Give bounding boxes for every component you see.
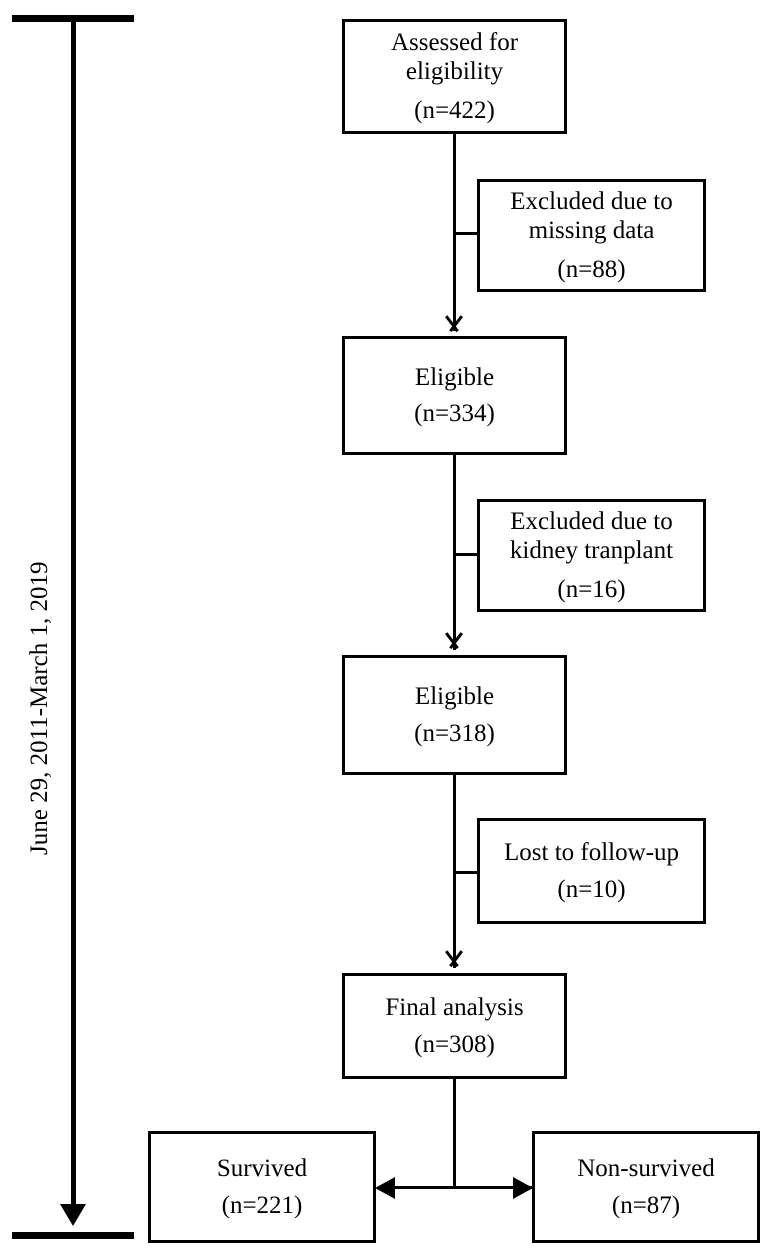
node-excluded-missing-line2: missing data <box>528 217 655 245</box>
connector-stub-to-lost-followup <box>453 871 479 874</box>
node-lost-to-followup: Lost to follow-up (n=10) <box>477 818 706 924</box>
node-final-analysis: Final analysis (n=308) <box>342 973 567 1079</box>
node-assessed-for-eligibility: Assessed for eligibility (n=422) <box>342 19 567 134</box>
node-excluded-missing-line1: Excluded due to <box>510 187 673 215</box>
connector-eligible334-to-eligible318 <box>453 455 456 650</box>
node-final-analysis-count: (n=308) <box>414 1030 495 1058</box>
timeline-arrowhead-icon <box>60 1204 86 1226</box>
node-assessed-count: (n=422) <box>414 96 495 124</box>
node-lost-followup-line1: Lost to follow-up <box>504 839 679 866</box>
node-excluded-transplant-line2: kidney tranplant <box>509 537 674 565</box>
node-eligible-334: Eligible (n=334) <box>342 336 567 455</box>
node-eligible334-line1: Eligible <box>414 363 495 391</box>
node-survived-line1: Survived <box>216 1155 308 1182</box>
node-assessed-line2: eligibility <box>405 58 504 86</box>
arrowhead-into-eligible318-icon <box>443 634 465 650</box>
timeline-stem <box>71 15 76 1207</box>
node-excluded-transplant-line1: Excluded due to <box>510 507 673 535</box>
connector-split-horizontal <box>378 1186 532 1189</box>
arrowhead-to-non-survived-icon <box>513 1177 533 1199</box>
node-non-survived-line1: Non-survived <box>577 1155 715 1182</box>
connector-final-analysis-to-split <box>453 1079 456 1189</box>
node-lost-followup-count: (n=10) <box>557 875 626 903</box>
node-survived: Survived (n=221) <box>148 1131 376 1243</box>
node-assessed-line1: Assessed for <box>390 28 519 56</box>
node-excluded-transplant-count: (n=16) <box>557 575 626 603</box>
arrowhead-to-survived-icon <box>375 1177 395 1199</box>
node-excluded-kidney-transplant: Excluded due to kidney tranplant (n=16) <box>477 499 706 612</box>
timeline-bottom-cap <box>12 1232 134 1239</box>
node-survived-count: (n=221) <box>221 1191 303 1219</box>
connector-stub-to-excluded-transplant <box>453 553 479 556</box>
node-eligible318-line1: Eligible <box>414 683 495 710</box>
node-excluded-missing-data: Excluded due to missing data (n=88) <box>477 179 706 292</box>
arrowhead-into-final-analysis-icon <box>443 952 465 968</box>
node-eligible-318: Eligible (n=318) <box>342 655 567 775</box>
arrowhead-into-eligible334-icon <box>443 317 465 333</box>
node-eligible334-count: (n=334) <box>414 400 495 427</box>
node-final-analysis-line1: Final analysis <box>385 994 524 1021</box>
node-excluded-missing-count: (n=88) <box>557 255 626 283</box>
node-non-survived-count: (n=87) <box>611 1191 681 1219</box>
node-eligible318-count: (n=318) <box>414 719 495 747</box>
timeline-label: June 29, 2011-March 1, 2019 <box>26 561 53 855</box>
node-non-survived: Non-survived (n=87) <box>532 1131 760 1243</box>
connector-stub-to-excluded-missing <box>453 232 479 235</box>
